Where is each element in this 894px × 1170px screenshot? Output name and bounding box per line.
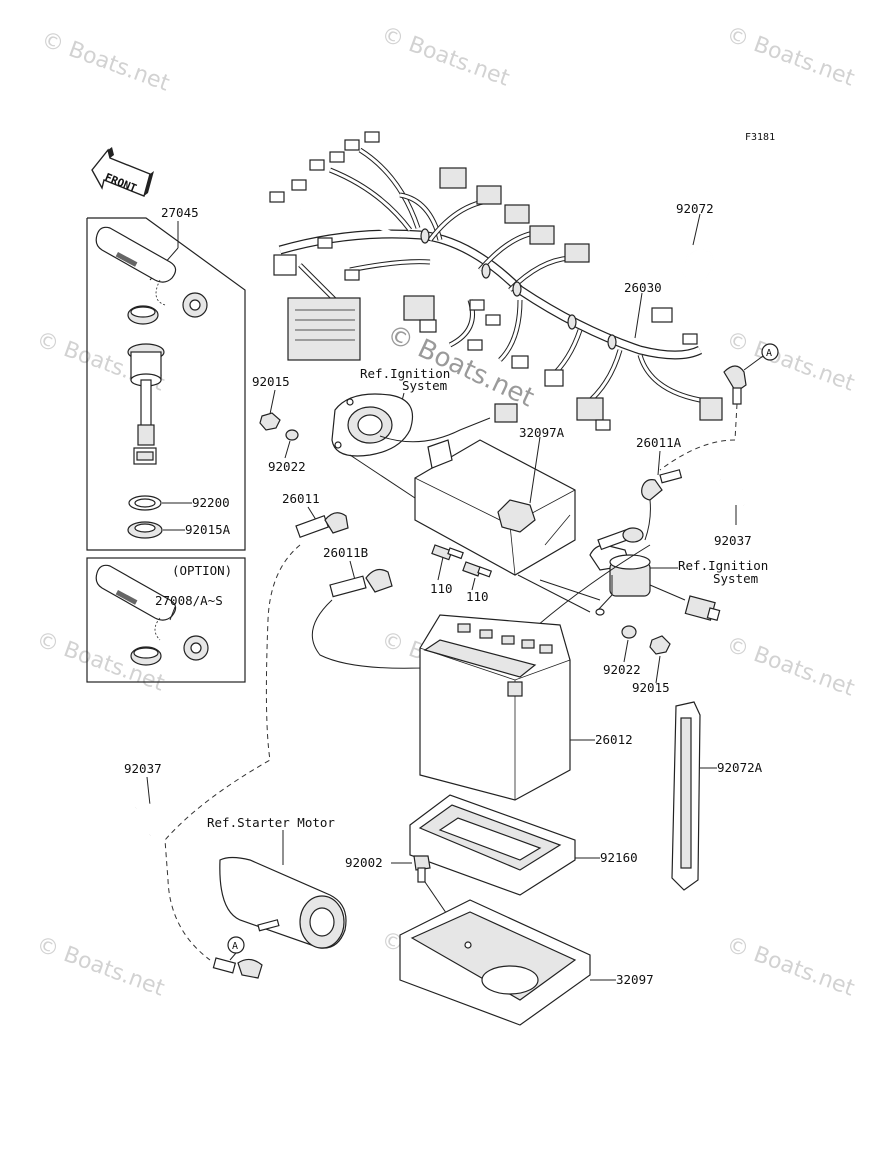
- lead-26011-left: 26011: [164, 491, 349, 961]
- ecu-32097A: 32097A: [414, 425, 576, 576]
- band-92037-right: 92037: [714, 465, 752, 548]
- watermark: © Boats.net: [378, 22, 513, 92]
- watermark: © Boats.net: [38, 27, 173, 97]
- part-92022-top: 92022: [268, 459, 306, 474]
- ref-starter-motor: Ref.Starter Motor: [207, 815, 335, 830]
- relay-bracket: [331, 393, 518, 501]
- lead-26011-right: [597, 527, 644, 551]
- part-110-b: 110: [466, 589, 489, 604]
- bolts-110: 110 110: [430, 544, 493, 604]
- part-92072: 92072: [676, 201, 714, 216]
- watermark: © Boats.net: [723, 22, 858, 92]
- main-harness: 26030: [269, 131, 723, 431]
- band-92072: 92072: [676, 201, 714, 285]
- part-92037-left: 92037: [124, 761, 162, 776]
- battery-26012: 26012: [419, 614, 633, 801]
- connector-A-top: A: [659, 343, 779, 471]
- ref-ignition-top-line1: Ref.Ignition: [360, 366, 450, 381]
- option-label: (OPTION): [172, 563, 232, 578]
- part-26011A: 26011A: [636, 435, 682, 450]
- part-27045: 27045: [161, 205, 199, 220]
- starter-relay: Ref.Ignition System: [517, 544, 768, 621]
- part-92022-bottom: 92022: [603, 662, 641, 677]
- ref-ignition-right-line2: System: [713, 571, 758, 586]
- case-32097: 32097: [399, 899, 654, 1026]
- tray-92160: 92160: [409, 794, 638, 896]
- watermark: © Boats.net: [723, 632, 858, 702]
- marker-A-bottom: A: [232, 941, 238, 952]
- strap-92072A: 92072A: [671, 701, 763, 891]
- part-92015-top: 92015: [252, 374, 290, 389]
- part-92072A: 92072A: [717, 760, 763, 775]
- option-key-box: (OPTION) 27008/A~S: [86, 557, 246, 683]
- part-92002: 92002: [345, 855, 383, 870]
- part-27008: 27008/A~S: [155, 593, 223, 608]
- lead-26011A: 26011A: [636, 435, 683, 541]
- part-26011: 26011: [282, 491, 320, 506]
- part-110-a: 110: [430, 581, 453, 596]
- ref-ignition-right-line1: Ref.Ignition: [678, 558, 768, 573]
- marker-A: A: [766, 348, 772, 359]
- part-92160: 92160: [600, 850, 638, 865]
- part-92200: 92200: [192, 495, 230, 510]
- part-32097A: 32097A: [519, 425, 565, 440]
- part-26012: 26012: [595, 732, 633, 747]
- figure-code: F3181: [745, 132, 775, 143]
- watermark: © Boats.net: [33, 932, 168, 1002]
- part-92037-right: 92037: [714, 533, 752, 548]
- part-92015A: 92015A: [185, 522, 231, 537]
- bolt-92002: 92002: [345, 855, 469, 946]
- ref-ignition-top-line2: System: [402, 378, 447, 393]
- front-arrow-icon: FRONT: [91, 147, 154, 197]
- part-92015-bottom: 92015: [632, 680, 670, 695]
- nut-washer-top: 92015 92022: [252, 374, 306, 474]
- key-kit-box: 27045 92200 92015A: [86, 205, 246, 551]
- nut-washer-bottom: 92022 92015: [603, 625, 671, 695]
- band-92037-left: 92037: [124, 761, 162, 836]
- starter-motor: Ref.Starter Motor A: [207, 815, 347, 979]
- part-32097: 32097: [616, 972, 654, 987]
- part-26030: 26030: [624, 280, 662, 295]
- part-26011B: 26011B: [323, 545, 368, 560]
- watermark: © Boats.net: [723, 932, 858, 1002]
